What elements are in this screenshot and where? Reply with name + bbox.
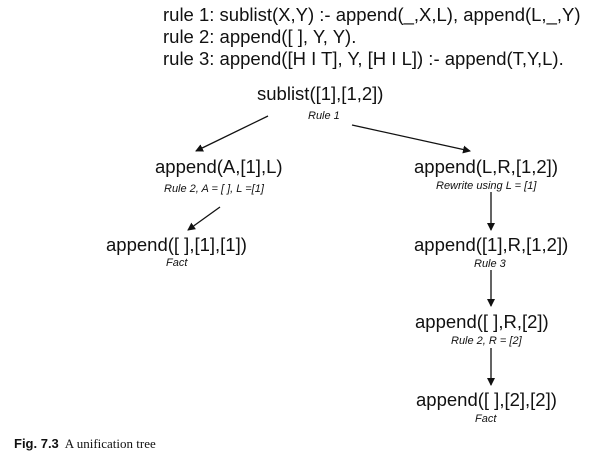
figure-caption-text: A unification tree xyxy=(64,436,156,451)
root-annotation: Rule 1 xyxy=(308,110,340,122)
left-fact-annotation: Fact xyxy=(166,257,188,269)
left-node: append(A,[1],L) xyxy=(155,156,283,177)
right-step4-node: append([ ],[2],[2]) xyxy=(416,389,557,410)
right-step4-annotation: Fact xyxy=(475,413,497,425)
rule-3-text: rule 3: append([H I T], Y, [H I L]) :- a… xyxy=(163,48,564,69)
right-step2-annotation: Rule 3 xyxy=(474,258,506,270)
figure-caption: Fig. 7.3 A unification tree xyxy=(14,436,156,452)
right-step3-node: append([ ],R,[2]) xyxy=(415,311,549,332)
root-node: sublist([1],[1,2]) xyxy=(257,83,384,104)
right-annotation: Rewrite using L = [1] xyxy=(436,180,537,192)
rule-1-text: rule 1: sublist(X,Y) :- append(_,X,L), a… xyxy=(163,4,581,25)
right-node: append(L,R,[1,2]) xyxy=(414,156,558,177)
figure-label: Fig. 7.3 xyxy=(14,436,59,451)
edge-root-to-right xyxy=(351,124,471,154)
left-fact-node: append([ ],[1],[1]) xyxy=(106,234,247,255)
edge-left-to-fact xyxy=(187,206,221,231)
right-step3-annotation: Rule 2, R = [2] xyxy=(451,335,522,347)
rule-2-text: rule 2: append([ ], Y, Y). xyxy=(163,26,357,47)
right-step2-node: append([1],R,[1,2]) xyxy=(414,234,569,255)
edge-root-to-left xyxy=(195,115,269,152)
left-annotation: Rule 2, A = [ ], L =[1] xyxy=(164,183,264,195)
